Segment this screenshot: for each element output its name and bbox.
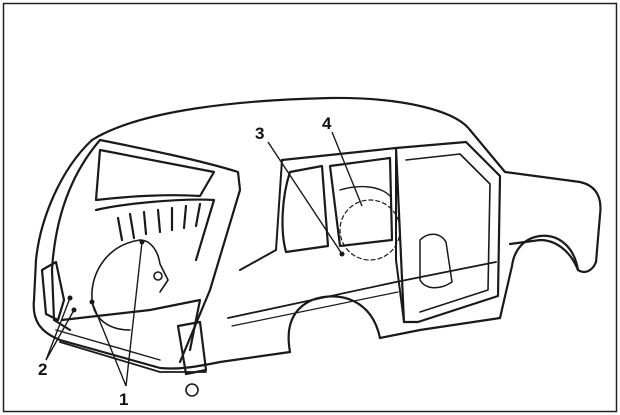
leader-1b — [125, 241, 143, 387]
side-trim-lower — [231, 291, 399, 327]
rear-bumper — [59, 341, 207, 373]
left-taillight-pocket — [40, 260, 66, 322]
roof-outline — [90, 96, 472, 142]
vent-2 — [128, 212, 136, 240]
callout-label-1: 1 — [119, 390, 128, 409]
door-window — [328, 156, 394, 248]
side-trim — [227, 261, 497, 319]
fuel-filler — [185, 383, 199, 397]
vent-1 — [116, 216, 124, 242]
car-body-shell — [32, 96, 602, 397]
seat-shape — [419, 233, 453, 289]
callout-points — [67, 239, 345, 313]
tailgate-opening-left — [50, 138, 102, 332]
bottom-sill — [378, 264, 514, 340]
rear-quarter-window — [281, 164, 330, 254]
drain-hole — [153, 271, 163, 281]
vent-4 — [156, 208, 162, 234]
luggage-floor — [60, 298, 202, 352]
roof-front-edge — [468, 128, 602, 264]
rear-window — [94, 148, 216, 202]
inner-rear-panel — [94, 198, 216, 262]
rear-left-edge — [32, 138, 94, 302]
point-2b — [71, 307, 77, 313]
tailgate-opening — [98, 138, 242, 364]
interior-floor — [339, 185, 391, 197]
roof-rail — [280, 146, 398, 162]
b-pillar — [395, 147, 405, 323]
point-1a — [89, 299, 95, 305]
right-taillight-pocket — [176, 320, 208, 376]
rear-lip — [55, 329, 161, 361]
point-2a — [67, 295, 73, 301]
callout-label-3: 3 — [255, 124, 264, 143]
leader-lines — [45, 131, 363, 387]
leader-1a — [91, 301, 127, 387]
rear-lower-body — [32, 298, 292, 370]
callout-label-4: 4 — [322, 114, 332, 133]
callout-label-2: 2 — [38, 360, 47, 379]
vent-7 — [194, 202, 202, 228]
leader-3 — [267, 141, 343, 255]
vent-3 — [142, 210, 148, 236]
door-opening-inner — [405, 153, 491, 313]
c-pillar — [239, 159, 283, 271]
front-wheel-arch — [510, 234, 580, 272]
hidden-wheel-arch — [339, 199, 401, 261]
leader-4 — [331, 131, 363, 207]
point-3 — [339, 251, 345, 257]
leader-2b — [45, 309, 75, 361]
vent-6 — [182, 204, 188, 230]
point-1b — [139, 239, 145, 245]
leader-2a — [45, 297, 71, 361]
